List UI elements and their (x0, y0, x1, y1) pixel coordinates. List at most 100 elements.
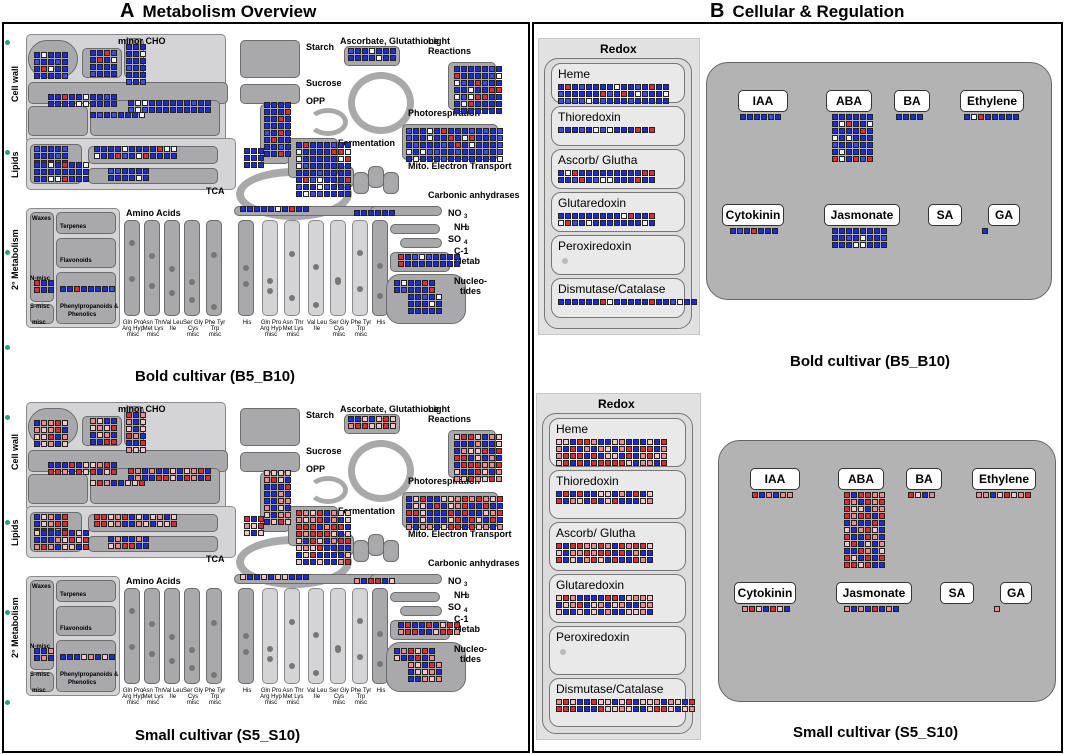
heatmap-cell (285, 519, 291, 525)
heatmap-cell (614, 213, 620, 219)
heatmap-cell (619, 498, 625, 504)
heatmap-cell (427, 149, 433, 155)
heatmap-cell (90, 64, 96, 70)
heatmap-cell (324, 163, 330, 169)
heatmap-cell (441, 503, 447, 509)
heatmap-cell (436, 308, 442, 314)
heatmap-cell (191, 107, 197, 113)
heatmap-cell (354, 210, 360, 216)
redox-item: Glutaredoxin (549, 574, 686, 623)
heatmap-grid (34, 420, 68, 447)
heatmap-cell (619, 550, 625, 556)
heatmap-cell (285, 109, 291, 115)
heatmap-cell (462, 135, 468, 141)
heatmap-cell (140, 51, 146, 57)
heatmap-cell (143, 175, 149, 181)
heatmap-cell (649, 299, 655, 305)
heatmap-cell (271, 102, 277, 108)
heatmap-cell (461, 469, 467, 475)
heatmap-cell (964, 114, 970, 120)
heatmap-cell (324, 149, 330, 155)
heatmap-cell (310, 177, 316, 183)
heatmap-cell (34, 73, 40, 79)
heatmap-cell (469, 142, 475, 148)
heatmap-cell (285, 102, 291, 108)
phenyl-label-1: Phenylpropanoids & (60, 304, 119, 310)
heatmap-cell (454, 66, 460, 72)
heatmap-cell (390, 423, 396, 429)
amino-column (352, 220, 368, 316)
amino-acid-label: His (242, 320, 252, 326)
metabolite-dot (243, 649, 249, 655)
heatmap-cell (867, 114, 873, 120)
heatmap-cell (633, 460, 639, 466)
metabolite-dot (313, 632, 319, 638)
heatmap-cell (317, 552, 323, 558)
heatmap-cell (420, 142, 426, 148)
heatmap-cell (429, 655, 435, 661)
heatmap-cell (441, 128, 447, 134)
heatmap-cell (254, 206, 260, 212)
hormone-box: Jasmonate (824, 204, 900, 226)
no3-sub: 3 (464, 582, 468, 588)
heatmap-cell (104, 94, 110, 100)
hormone-box: BA (894, 90, 930, 112)
heatmap-cell (633, 543, 639, 549)
heatmap-cell (461, 434, 467, 440)
heatmap-cell (558, 220, 564, 226)
amino-acid-label: Phe Tyr Trp misc (204, 320, 226, 338)
heatmap-cell (48, 469, 54, 475)
heatmap-cell (426, 261, 432, 267)
heatmap-cell (865, 492, 871, 498)
heatmap-cell (787, 492, 793, 498)
heatmap-cell (476, 517, 482, 523)
heatmap-cell (476, 149, 482, 155)
heatmap-cell (851, 513, 857, 519)
heatmap-cell (858, 534, 864, 540)
so4-sub: 4 (464, 608, 468, 614)
heatmap-cell (41, 287, 47, 293)
heatmap-cell (483, 128, 489, 134)
heatmap-cell (405, 254, 411, 260)
heatmap-cell (62, 462, 68, 468)
heatmap-cell (584, 453, 590, 459)
heatmap-cell (69, 94, 75, 100)
heatmap-cell (143, 536, 149, 542)
heatmap-cell (48, 521, 54, 527)
phenyl-box (56, 640, 116, 692)
heatmap-cell (647, 446, 653, 452)
heatmap-cell (867, 156, 873, 162)
heatmap-cell (88, 286, 94, 292)
heatmap-cell (436, 669, 442, 675)
heatmap-cell (48, 544, 54, 550)
heatmap-cell (482, 108, 488, 114)
heatmap-cell (853, 149, 859, 155)
heatmap-cell (496, 80, 502, 86)
heatmap-cell (69, 462, 75, 468)
heatmap-cell (164, 146, 170, 152)
heatmap-cell (429, 669, 435, 675)
heatmap-cell (607, 220, 613, 226)
heatmap-cell (264, 151, 270, 157)
redox-heatmap (556, 699, 695, 712)
heatmap-cell (605, 595, 611, 601)
heatmap-cell (496, 108, 502, 114)
heatmap-cell (461, 73, 467, 79)
heatmap-grid (296, 142, 351, 197)
heatmap-cell (140, 412, 146, 418)
heatmap-cell (628, 98, 634, 104)
heatmap-cell (612, 595, 618, 601)
heatmap-cell (737, 228, 743, 234)
heatmap-cell (163, 475, 169, 481)
heatmap-cell (607, 91, 613, 97)
heatmap-cell (398, 629, 404, 635)
heatmap-cell (376, 55, 382, 61)
heatmap-cell (476, 142, 482, 148)
heatmap-cell (310, 559, 316, 565)
heatmap-cell (844, 555, 850, 561)
heatmap-cell (483, 135, 489, 141)
heatmap-cell (656, 84, 662, 90)
heatmap-cell (413, 156, 419, 162)
waxes-label: Waxes (32, 584, 51, 590)
